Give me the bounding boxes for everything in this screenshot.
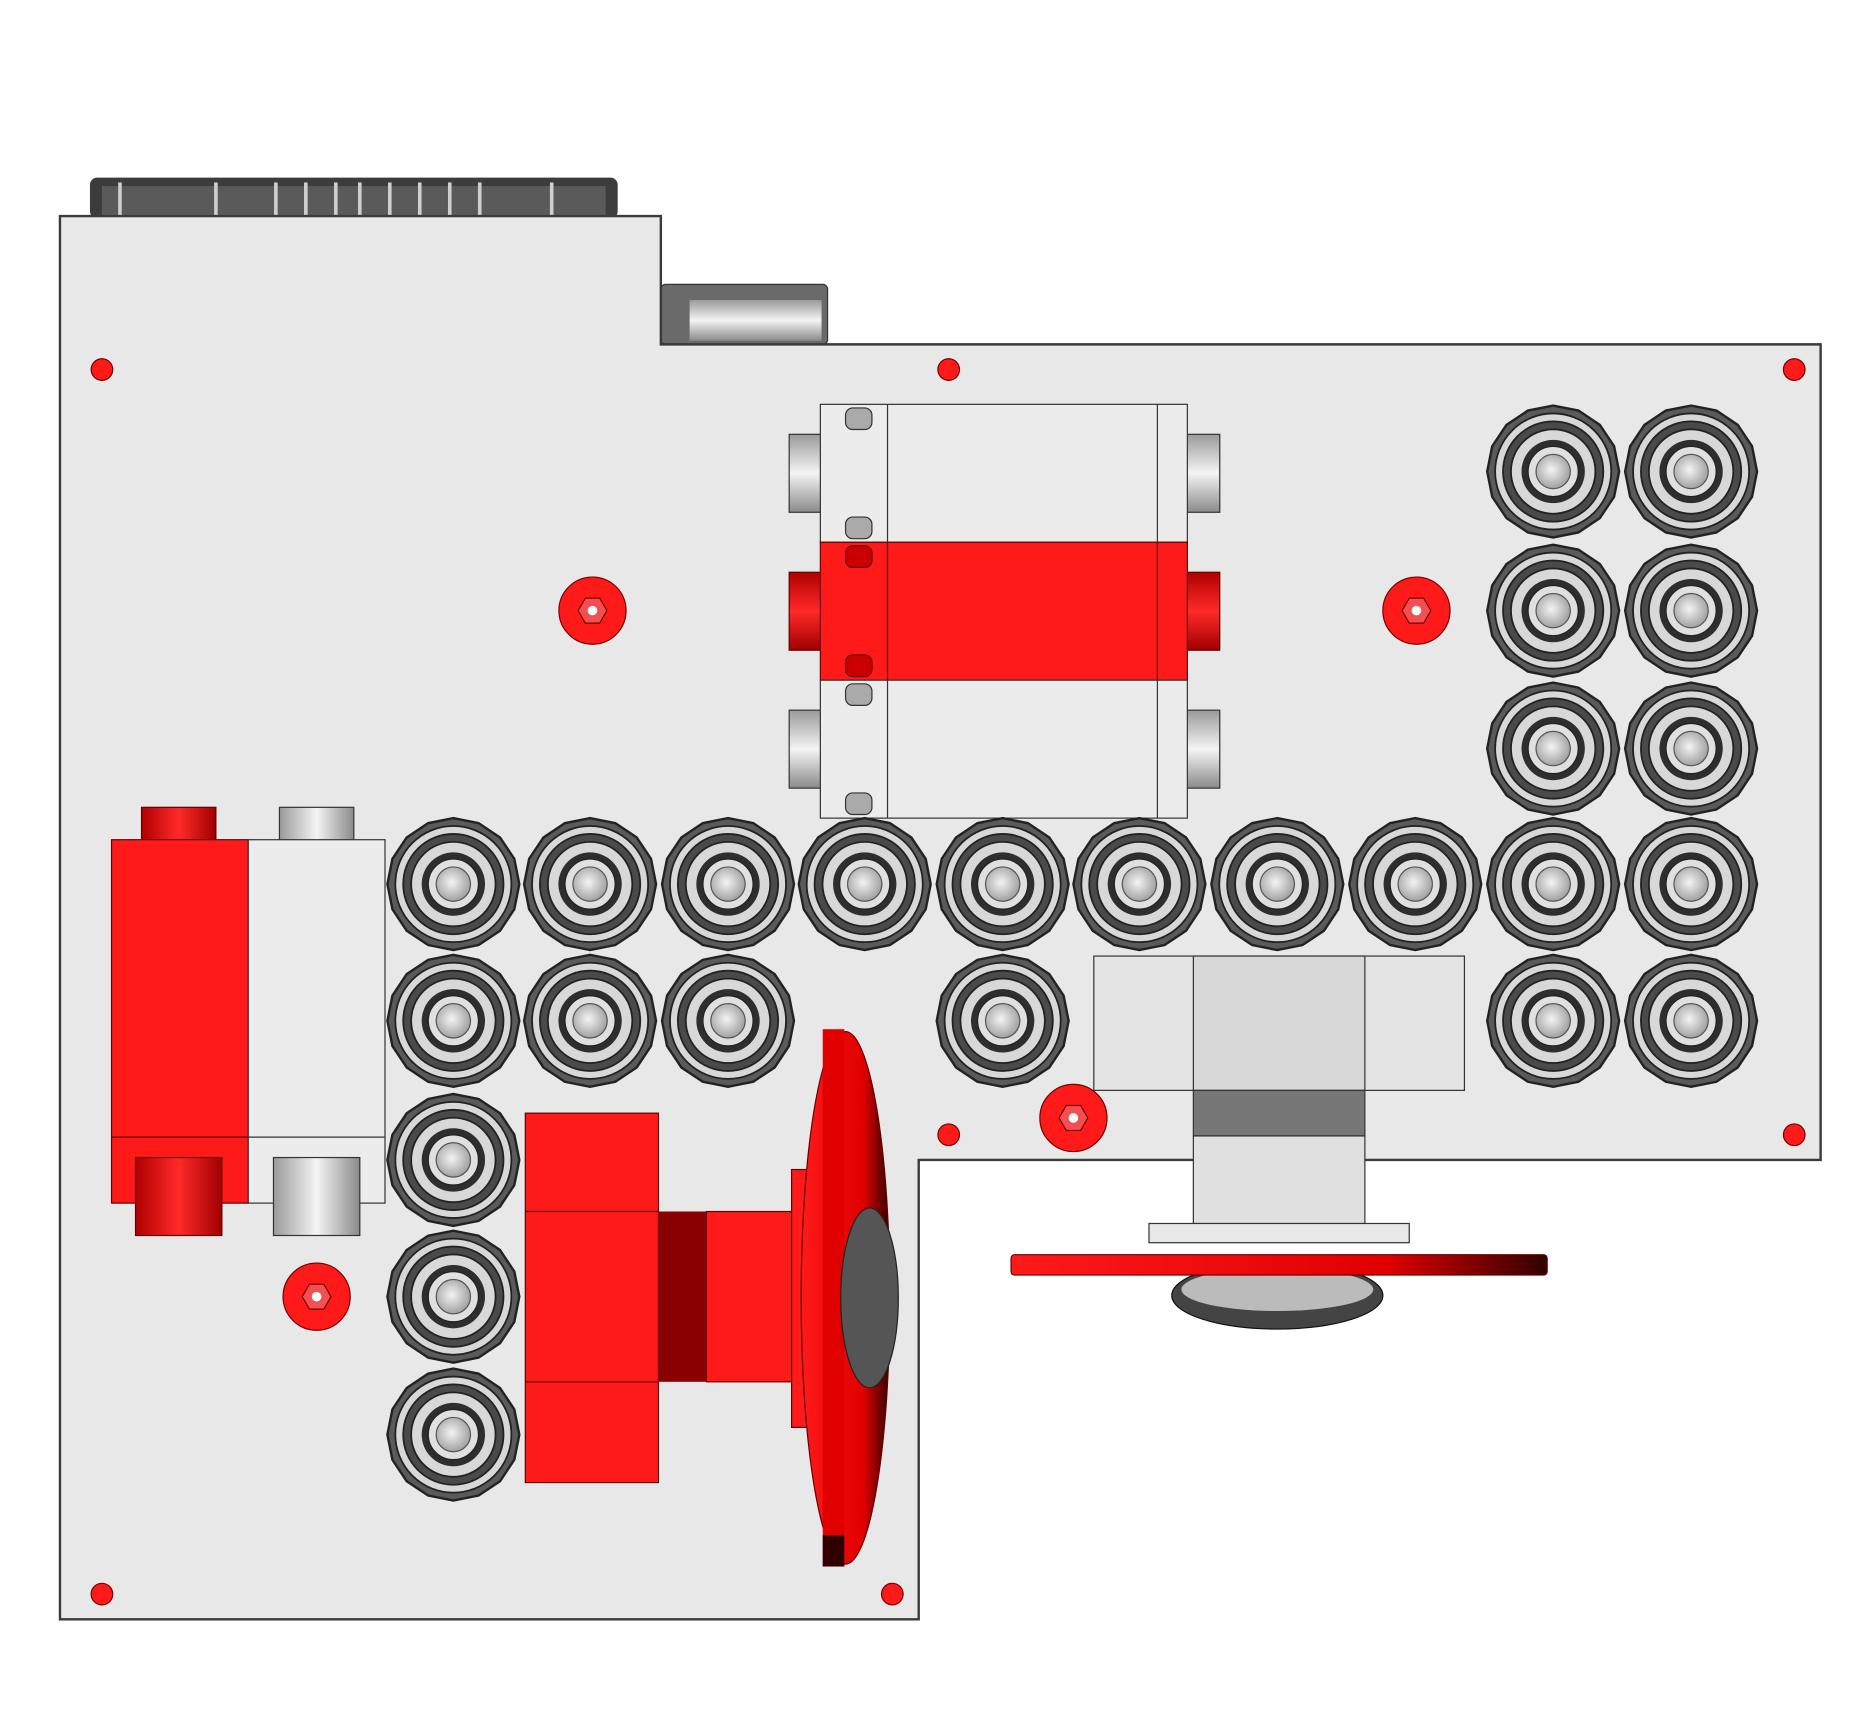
rotary-knob[interactable] <box>1485 543 1621 678</box>
rotary-knob[interactable] <box>1072 816 1207 952</box>
left-switch-red[interactable] <box>110 806 249 1237</box>
rotary-knob[interactable] <box>1623 404 1759 539</box>
rotary-knob[interactable] <box>1485 953 1621 1088</box>
rotary-knob[interactable] <box>660 953 796 1088</box>
red-screw <box>558 576 627 645</box>
mounting-hole <box>1782 1123 1806 1147</box>
mounting-hole <box>1782 358 1806 381</box>
rotary-knob[interactable] <box>1348 816 1483 952</box>
rotary-knob[interactable] <box>1485 681 1621 816</box>
mounting-hole <box>90 1582 114 1606</box>
toggle-switch-red[interactable] <box>788 541 1221 681</box>
rotary-knob[interactable] <box>386 953 521 1088</box>
mounting-hole <box>937 1123 961 1147</box>
red-screw <box>1382 576 1451 645</box>
mounting-hole <box>90 358 114 381</box>
red-screw <box>282 1262 351 1331</box>
red-screw <box>1039 1083 1108 1153</box>
bottom-wheel-assembly[interactable] <box>1010 955 1548 1330</box>
rotary-knob[interactable] <box>797 816 932 952</box>
rotary-knob[interactable] <box>935 816 1070 952</box>
rotary-knob[interactable] <box>1485 816 1621 952</box>
rotary-knob[interactable] <box>660 816 796 952</box>
side-connector <box>660 283 829 345</box>
rotary-knob[interactable] <box>1485 404 1621 539</box>
rotary-knob[interactable] <box>1210 816 1345 952</box>
rotary-knob[interactable] <box>1623 953 1759 1088</box>
toggle-switch[interactable] <box>788 679 1221 819</box>
rotary-knob[interactable] <box>386 816 521 952</box>
left-switch-white[interactable] <box>247 806 386 1237</box>
red-wheel-assembly[interactable] <box>524 1029 899 1567</box>
mounting-hole <box>937 358 961 381</box>
rotary-knob[interactable] <box>522 953 658 1088</box>
rotary-knob[interactable] <box>386 1367 521 1502</box>
mounting-hole <box>880 1582 904 1606</box>
heatsink <box>89 177 618 219</box>
toggle-switch-stack[interactable] <box>788 403 1221 819</box>
rotary-knob[interactable] <box>1623 681 1759 816</box>
rotary-knob[interactable] <box>386 1092 521 1228</box>
rotary-knob[interactable] <box>1623 543 1759 678</box>
toggle-switch[interactable] <box>788 403 1221 543</box>
rotary-knob[interactable] <box>935 953 1070 1088</box>
rotary-knob[interactable] <box>386 1229 521 1364</box>
rotary-knob[interactable] <box>1623 816 1759 952</box>
rotary-knob[interactable] <box>522 816 658 952</box>
